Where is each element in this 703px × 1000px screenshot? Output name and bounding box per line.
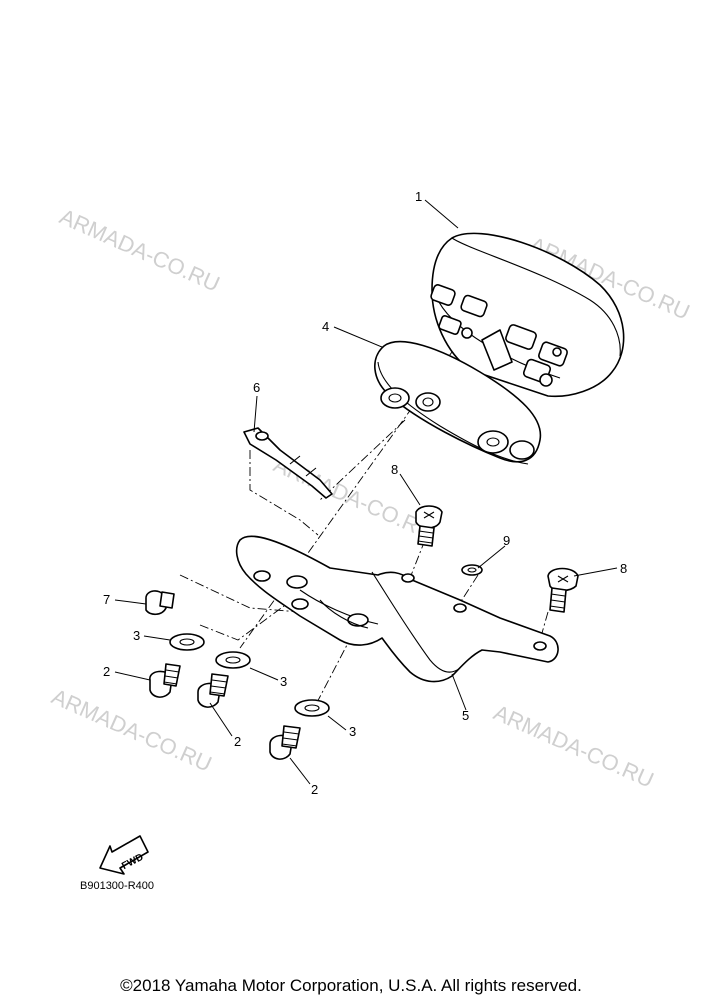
callout-4: 4 — [322, 319, 329, 334]
leader-lines — [114, 199, 618, 785]
bolt-7 — [145, 590, 175, 616]
callout-3-b: 3 — [280, 674, 287, 689]
meter-bracket — [235, 535, 559, 683]
callout-2-a: 2 — [103, 664, 110, 679]
damper-plate — [374, 340, 542, 465]
callout-1: 1 — [415, 189, 422, 204]
callout-6: 6 — [253, 380, 260, 395]
watermark-4: ARMADA-CO.RU — [48, 684, 216, 777]
callout-3-a: 3 — [133, 628, 140, 643]
callout-5: 5 — [462, 708, 469, 723]
callout-7: 7 — [103, 592, 110, 607]
callout-9: 9 — [503, 533, 510, 548]
washer-9 — [461, 564, 483, 576]
wire-clamp — [243, 427, 333, 499]
screw-8-upper — [415, 505, 443, 547]
meter-assembly — [430, 232, 625, 398]
watermark-1: ARMADA-CO.RU — [56, 204, 224, 297]
callout-3-c: 3 — [349, 724, 356, 739]
fwd-arrow-icon: FWD — [99, 835, 149, 875]
screw-8-right — [547, 567, 579, 613]
washer-3-c — [294, 699, 330, 717]
callout-8-right: 8 — [620, 561, 627, 576]
callout-8-upper: 8 — [391, 462, 398, 477]
copyright-notice: ©2018 Yamaha Motor Corporation, U.S.A. A… — [120, 976, 582, 995]
washer-3-b — [215, 651, 251, 669]
bolt-2-c — [269, 725, 301, 760]
bolt-2-a — [149, 663, 181, 698]
callout-2-c: 2 — [311, 782, 318, 797]
diagram-code: B901300-R400 — [80, 880, 154, 892]
bolt-2-b — [197, 673, 229, 708]
washer-3-a — [169, 633, 205, 651]
watermark-5: ARMADA-CO.RU — [490, 700, 658, 793]
callout-2-b: 2 — [234, 734, 241, 749]
